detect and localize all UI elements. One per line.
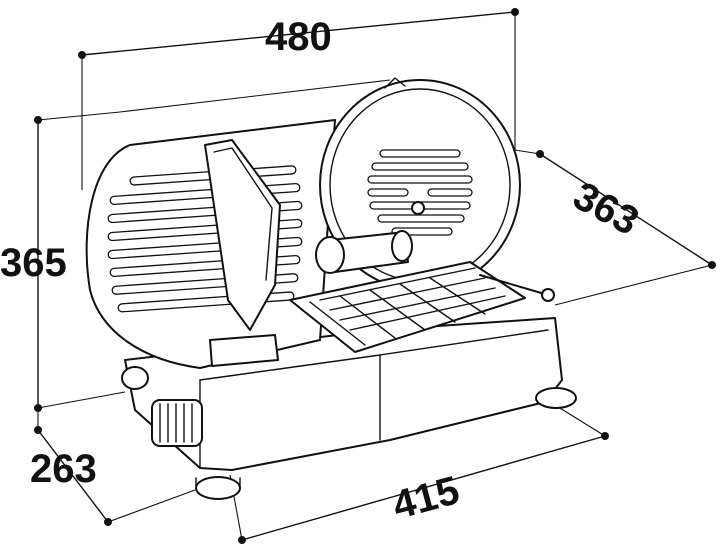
depth-left-label: 263 bbox=[30, 447, 97, 491]
dimension-height-left: 365 bbox=[0, 79, 391, 412]
foot-right-front bbox=[535, 387, 577, 409]
slicer-illustration bbox=[85, 77, 577, 500]
width-top-label: 480 bbox=[265, 15, 332, 59]
blade-center-knob bbox=[411, 201, 425, 215]
tray-rod bbox=[479, 274, 549, 296]
foot-left-front bbox=[195, 476, 241, 500]
height-left-label: 365 bbox=[0, 241, 67, 285]
thickness-knob bbox=[151, 399, 203, 447]
handle-plate bbox=[209, 334, 279, 367]
dimension-depth-right: 363 bbox=[514, 149, 716, 306]
product-holder bbox=[204, 139, 281, 331]
depth-right-label: 363 bbox=[566, 174, 646, 244]
width-bottom-label: 415 bbox=[388, 468, 464, 528]
tray-grid bbox=[309, 267, 506, 346]
dimension-width-top: 480 bbox=[78, 8, 519, 190]
dimension-depth-left: 263 bbox=[30, 408, 196, 526]
foot-left-back bbox=[121, 366, 149, 390]
carriage-tray bbox=[289, 261, 526, 353]
